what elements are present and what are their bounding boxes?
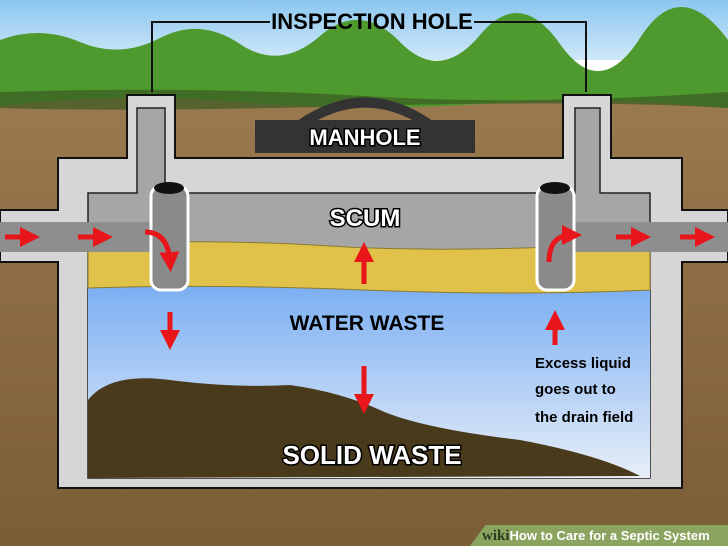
excess-liquid-line-2: goes out to bbox=[535, 381, 616, 398]
solid-waste-label: SOLID WASTE bbox=[282, 440, 461, 470]
manhole-handle bbox=[297, 97, 433, 130]
watermark-brand-bold: How bbox=[509, 528, 537, 543]
grass bbox=[0, 6, 728, 108]
water-waste-label: WATER WASTE bbox=[290, 312, 445, 335]
excess-liquid-line-1: Excess liquid bbox=[535, 355, 631, 372]
inspection-callout-lines bbox=[151, 21, 587, 92]
inlet-tee bbox=[149, 184, 190, 292]
scum-label: SCUM bbox=[330, 205, 401, 232]
manhole-cover bbox=[255, 120, 475, 153]
watermark-title: to Care for a Septic System bbox=[536, 528, 710, 543]
inspection-hole-label: INSPECTION HOLE bbox=[271, 9, 473, 34]
flow-arrows bbox=[5, 225, 715, 414]
manhole-label: MANHOLE bbox=[309, 125, 420, 150]
watermark: wikiHow to Care for a Septic System bbox=[470, 525, 728, 546]
watermark-brand: wiki bbox=[482, 528, 510, 544]
scum-layer bbox=[87, 241, 651, 294]
excess-liquid-line-3: the drain field bbox=[535, 409, 633, 426]
solid-waste bbox=[88, 378, 640, 478]
